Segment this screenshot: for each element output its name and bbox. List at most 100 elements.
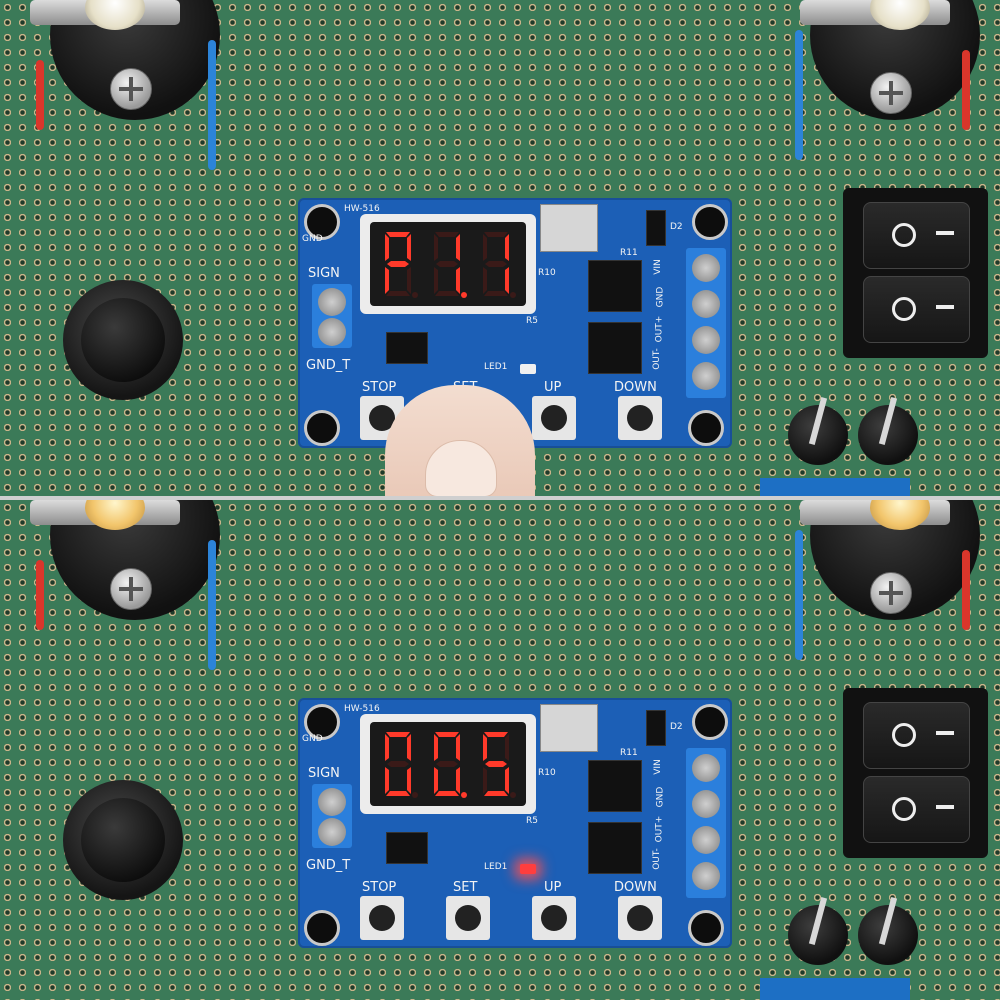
mount-hole [304,704,340,740]
mount-hole [688,410,724,446]
screw-icon [870,72,912,114]
segment-c [407,767,411,794]
board-model-label: HW-516 [344,704,380,714]
segment-g [436,761,458,767]
segment-b [505,234,509,261]
rocker-switch-1 [863,202,970,269]
set-button [446,896,490,940]
segment-d [386,291,410,296]
segment-d [484,791,508,796]
segment-a [484,732,508,737]
photo-frame-bottom: HW-516 GND SIGN GND_T R10 R11 D2 VIN GND… [0,500,1000,1000]
r5-label: R5 [526,316,538,326]
digit-3 [476,728,516,800]
segment-a [484,232,508,237]
decimal-point [412,292,418,298]
decimal-point [510,792,516,798]
wire-blue [795,30,803,160]
r11-label: R11 [620,748,638,758]
decimal-point [461,792,467,798]
wire-blue [795,530,803,660]
potentiometer-left [788,905,848,965]
r5-label: R5 [526,816,538,826]
set-label: SET [453,880,478,895]
gnd-label: GND [302,734,323,744]
segment-g [387,261,409,267]
up-button [532,396,576,440]
mosfet-2 [588,822,642,874]
down-label: DOWN [614,380,657,395]
input-terminal [312,784,352,848]
decimal-point [412,792,418,798]
mount-hole [304,910,340,946]
wire-red [962,550,970,630]
mount-hole [304,410,340,446]
d2-label: D2 [670,222,683,232]
wire-blue [208,40,216,170]
wire-blue [208,540,216,670]
digit-3 [476,228,516,300]
stop-button [360,896,404,940]
gnd-out-label: GND [655,786,666,808]
segment-a [435,732,459,737]
vin-label: VIN [652,759,663,775]
output-terminal [686,248,726,398]
rocker-switch-1 [863,702,970,769]
board-model-label: HW-516 [344,204,380,214]
screw-icon [110,568,152,610]
segment-e [434,267,438,294]
digit-2 [427,728,467,800]
up-button [532,896,576,940]
segment-f [385,734,389,761]
mount-hole [688,910,724,946]
mount-hole [304,204,340,240]
microcontroller [386,832,428,864]
screw-icon [870,572,912,614]
segment-c [407,267,411,294]
terminal-block [760,978,910,1000]
diode [646,710,666,746]
out-plus-label: OUT+ [654,315,665,343]
up-label: UP [544,380,562,395]
digit-2 [427,228,467,300]
gnd-label: GND [302,234,323,244]
screw-icon [110,68,152,110]
out-minus-label: OUT- [651,348,662,370]
segment-b [456,734,460,761]
segment-f [434,734,438,761]
down-button [618,896,662,940]
finger [385,385,535,500]
wire-red [962,50,970,130]
diode [646,210,666,246]
mount-hole [692,204,728,240]
rocker-switch-2 [863,776,970,843]
led1-label: LED1 [484,862,508,872]
segment-a [435,232,459,237]
potentiometer-right [858,905,918,965]
output-terminal [686,748,726,898]
gnd-out-label: GND [655,286,666,308]
segment-c [505,267,509,294]
segment-c [505,767,509,794]
segment-f [434,234,438,261]
input-terminal [312,284,352,348]
wire-red [36,60,44,130]
rocker-switch-2 [863,276,970,343]
push-button [63,780,183,900]
segment-a [386,232,410,237]
segment-d [386,791,410,796]
out-plus-label: OUT+ [654,815,665,843]
segment-g [485,261,507,267]
microcontroller [386,332,428,364]
push-button [63,280,183,400]
down-label: DOWN [614,880,657,895]
down-button [618,396,662,440]
seven-seg-display [360,214,536,314]
potentiometer-right [858,405,918,465]
segment-a [386,732,410,737]
segment-b [505,734,509,761]
digit-1 [378,228,418,300]
segment-e [385,767,389,794]
digit-1 [378,728,418,800]
segment-e [385,267,389,294]
